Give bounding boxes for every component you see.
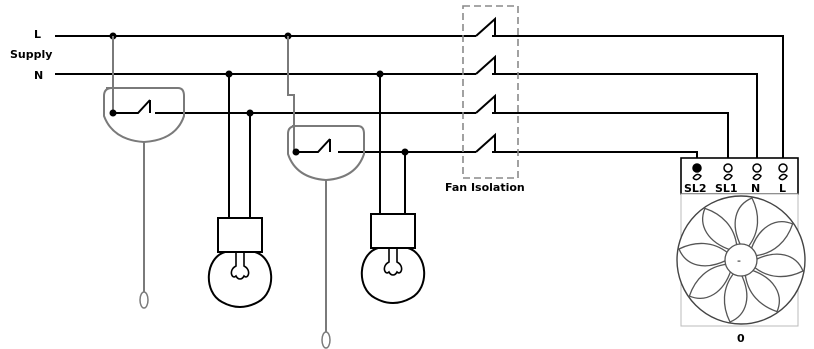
pull-cord-handle-icon [139,291,149,309]
live-wire [55,35,784,166]
pull-cord-handle-icon-2 [321,331,331,349]
switched-live-1-wire [155,112,729,166]
fan-isolation-label: Fan Isolation [445,181,525,194]
light-bulb-icon-1 [207,74,273,308]
neutral-wire [55,73,758,166]
terminal-l-label: L [779,182,786,195]
terminal-sl1-label: SL1 [715,182,738,195]
fan-center-label: - [737,254,741,267]
pull-cord-switch-2 [287,36,365,349]
supply-label: Supply [10,48,52,61]
supply-l-label: L [34,28,41,41]
fan-terminal-block: SL2 SL1 N L [680,157,799,195]
terminal-sl2-label: SL2 [684,182,707,195]
light-bulb-icon-2 [360,74,426,304]
fan-isolation-switch: Fan Isolation [445,5,525,194]
pull-cord-switch-1 [103,36,185,309]
supply-n-label: N [34,69,43,82]
terminal-n-label: N [751,182,760,195]
fan-bottom-label: 0 [737,332,745,345]
extractor-fan-icon: - [676,193,806,327]
